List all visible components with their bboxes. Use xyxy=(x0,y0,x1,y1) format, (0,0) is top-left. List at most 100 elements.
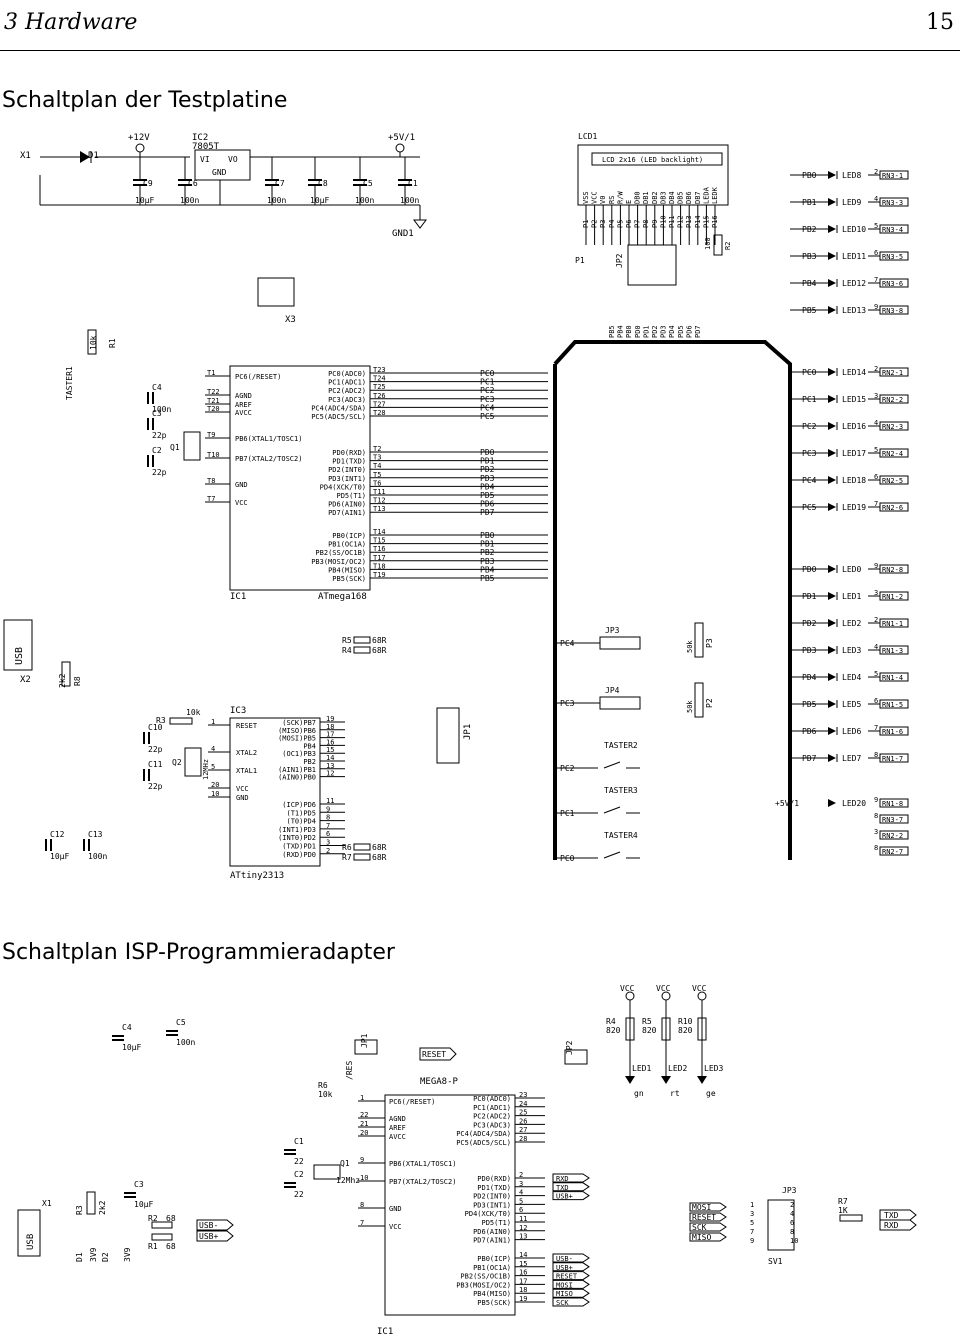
isp-right-pin: PD2(INT0) xyxy=(473,1193,511,1201)
ic3-right-pin: (INT1)PD3 xyxy=(278,826,316,834)
cap-name: C12 xyxy=(50,830,65,839)
ic1-left-pin: AVCC xyxy=(235,409,252,417)
isp-right-num: 6 xyxy=(519,1206,523,1214)
rn-label: RN1-6 xyxy=(882,728,903,736)
lcd-pad: P3 xyxy=(599,220,607,228)
r1-value: 10k xyxy=(89,335,98,350)
button-symbol xyxy=(603,851,621,859)
ic1-right-num: T13 xyxy=(373,505,386,513)
ic2-label: IC2 xyxy=(192,133,208,143)
rxd-tag xyxy=(879,1219,917,1231)
rn-body xyxy=(879,798,909,808)
led-symbol xyxy=(828,422,836,430)
cap-name: C10 xyxy=(148,723,163,732)
isp-crystal-value: 12Mhz xyxy=(336,1176,360,1185)
rn-label: RN3-4 xyxy=(882,226,903,234)
led-net: +5V/1 xyxy=(775,799,799,808)
lcd-net: PD7 xyxy=(694,325,702,338)
ic3-right-num: 2 xyxy=(326,847,330,855)
ic3-left-num: 1 xyxy=(211,718,215,726)
misc-left-parts: X3 TASTER1 10k R1 Q1 USB X2 2k2 R8 R3 10… xyxy=(3,277,473,780)
isp-left-pin: GND xyxy=(389,1205,402,1213)
lcd-net: PB4 xyxy=(617,325,625,338)
rn-label: RN1-7 xyxy=(882,755,903,763)
lcd1-pins: VSSP1VCCP2V0P3RSP4R/WP5EP6DB0P7DB1P8DB2P… xyxy=(582,186,719,338)
power-supply: D1 X1 IC2 7805T VI VO GND +12V +5V/1 GND… xyxy=(20,133,427,239)
net-label: PD7 xyxy=(480,508,495,517)
isp-usbm-text: USB- xyxy=(199,1221,218,1230)
lcd-pin-name: R/W xyxy=(616,191,624,204)
isp-led-r-name: R5 xyxy=(642,1017,652,1026)
ic3-left-pin: XTAL2 xyxy=(236,749,257,757)
led-name: LED6 xyxy=(842,727,861,736)
led-symbol xyxy=(828,225,836,233)
isp-left-pin: VCC xyxy=(389,1223,402,1231)
rn-pin: 5 xyxy=(874,222,878,230)
cap-name: C3 xyxy=(134,1180,144,1189)
button-name: TASTER4 xyxy=(604,831,638,840)
isp-right-pin: PB3(MOSI/OC2) xyxy=(456,1281,511,1289)
usb-connector xyxy=(3,619,33,671)
ic1-right-pin: PB3(MOSI/OC2) xyxy=(311,558,366,566)
isp-ic-name: IC1 xyxy=(377,1327,393,1337)
lcd-pad: P16 xyxy=(711,215,719,228)
rn-pin: 3 xyxy=(874,392,878,400)
rn-pin: 7 xyxy=(874,276,878,284)
rn-body xyxy=(879,699,909,709)
cap-name: C3 xyxy=(152,409,162,418)
sv1-label: SV1 xyxy=(768,1257,783,1266)
ic1-left-num: T9 xyxy=(207,431,215,439)
isp-left-num: 1 xyxy=(360,1094,364,1102)
reg-pin-vo: VO xyxy=(228,155,238,164)
ic3-left-pin: GND xyxy=(236,794,249,802)
ic1-right-num: T19 xyxy=(373,571,386,579)
lcd-pad: P1 xyxy=(582,220,590,228)
cap-name: C1 xyxy=(294,1137,304,1146)
rn-pin: 2 xyxy=(874,365,878,373)
series-r-name: R4 xyxy=(342,646,352,655)
ic1-right-num: T25 xyxy=(373,383,386,391)
isp-right-pin: PD5(T1) xyxy=(481,1219,511,1227)
lcd-net: PD0 xyxy=(634,325,642,338)
rn-body xyxy=(879,197,909,207)
ic3-left-pin: VCC xyxy=(236,785,249,793)
isp-jp1 xyxy=(354,1039,378,1055)
isp-led-r xyxy=(661,1017,671,1041)
lcd-pin-name: DB4 xyxy=(668,191,676,204)
net-label: PB2 xyxy=(480,548,495,557)
led-symbol xyxy=(828,799,836,807)
led-symbol xyxy=(828,727,836,735)
led-symbol xyxy=(828,619,836,627)
rn-label: RN3-7 xyxy=(882,816,903,824)
isp-left-num: 9 xyxy=(360,1156,364,1164)
isp-r2 xyxy=(151,1221,173,1229)
sv1-tag-text: MISO xyxy=(692,1233,711,1242)
ic1-right-num: T3 xyxy=(373,454,381,462)
ic1-right-num: T18 xyxy=(373,562,386,570)
series-r-body xyxy=(353,646,371,654)
ic3-right-pin: (AIN0)PB0 xyxy=(278,774,316,782)
series-r-value: 68R xyxy=(372,843,387,852)
ic1-right-pin: PC2(ADC2) xyxy=(328,387,366,395)
led-symbol xyxy=(828,592,836,600)
isp-r3 xyxy=(86,1191,96,1215)
ic1-right-num: T2 xyxy=(373,445,381,453)
jumper-name: JP3 xyxy=(605,626,620,635)
q2-crystal xyxy=(184,747,202,777)
cap-value: 10µF xyxy=(135,196,154,205)
led-symbol xyxy=(828,306,836,314)
signal-bus xyxy=(553,340,792,860)
page-number: 15 xyxy=(926,10,954,35)
ic3-right-pin: (RXD)PD0 xyxy=(282,851,316,859)
cap-name: C4 xyxy=(122,1023,132,1032)
lcd1-label: LCD 2x16 (LED backlight) xyxy=(602,156,703,164)
sv1-tag xyxy=(689,1212,727,1222)
ic3-right-pin: (T0)PD4 xyxy=(286,818,316,826)
isp-usb-connector xyxy=(17,1209,41,1257)
rn-pin: 7 xyxy=(874,500,878,508)
isp-r6-name: R6 xyxy=(318,1081,328,1090)
